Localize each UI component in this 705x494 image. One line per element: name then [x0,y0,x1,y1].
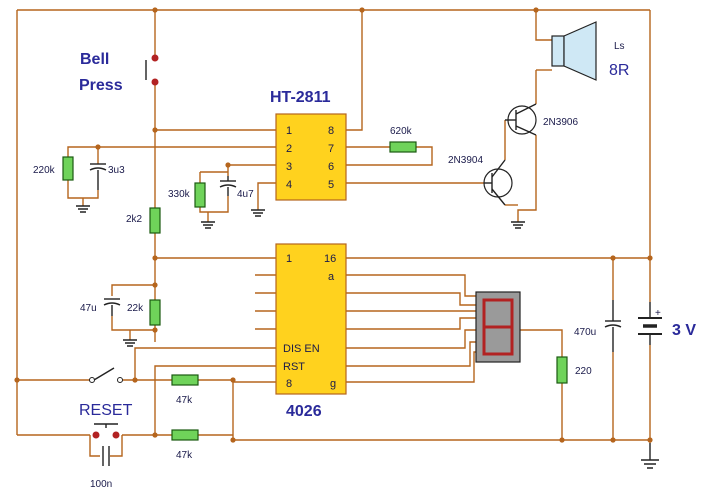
ground-symbol-6 [641,443,659,469]
capacitor-470u [604,300,622,352]
capacitor-100n [102,446,110,466]
reset-label: RESET [79,402,133,419]
reset-switch [92,423,120,439]
ic2-pin8: 8 [286,378,292,390]
slide-switch [89,367,123,383]
resistor-220k [62,156,74,181]
svg-text:+: + [655,308,661,319]
c-3u3-label: 3u3 [108,165,125,176]
transistor-2n3904 [483,159,513,206]
battery-label: 3 V [672,322,696,339]
r-220k-label: 220k [33,165,56,176]
resistor-330k [194,182,206,208]
resistor-620k [389,141,417,153]
seven-segment-display [475,291,521,363]
capacitor-3u3 [89,163,107,190]
junctions [14,7,653,443]
npn-label: 2N3904 [448,155,483,166]
ground-symbol-4 [511,221,525,229]
ic2-pin16: 16 [324,253,336,265]
wires [16,9,651,457]
ic1-pin4: 4 [286,179,292,191]
ic1-pin1: 1 [286,125,292,137]
ic1-pin6: 6 [328,161,334,173]
ic-4026 [275,243,347,395]
capacitor-4u7 [219,176,237,196]
c-470u-label: 470u [574,327,596,338]
ic2-dis-en: DIS EN [283,343,320,355]
r-22k-label: 22k [127,303,144,314]
capacitor-47u [103,298,121,316]
r-47k-a-label: 47k [176,395,193,406]
ic2-pin-g: g [330,378,336,390]
speaker-ohms-label: 8R [609,62,629,79]
ic1-pin7: 7 [328,143,334,155]
c-100n-label: 100n [90,479,112,490]
r-47k-b-label: 47k [176,450,193,461]
ground-symbol-3 [251,209,265,217]
ic1-pin5: 5 [328,179,334,191]
ic2-label: 4026 [286,403,322,420]
resistor-2k2 [149,207,161,234]
ground-symbol-1 [76,205,90,213]
battery: + [638,302,662,345]
ic1-pin2: 2 [286,143,292,155]
bell-press-switch [145,54,159,86]
ic1-label: HT-2811 [270,89,331,106]
resistor-22k [149,299,161,326]
bell-label: Bell [80,51,109,68]
ic2-rst: RST [283,361,305,373]
ls-label: Ls [614,41,625,52]
r-330k-label: 330k [168,189,191,200]
ground-symbol-2 [201,221,215,229]
c-47u-label: 47u [80,303,97,314]
ic1-pin8: 8 [328,125,334,137]
ic-ht2811 [275,113,347,201]
resistor-47k-a [171,374,199,386]
ic1-pin3: 3 [286,161,292,173]
c-4u7-label: 4u7 [237,189,254,200]
ic2-pin1: 1 [286,253,292,265]
pnp-label: 2N3906 [543,117,578,128]
resistor-220 [556,356,568,384]
resistor-47k-b [171,429,199,441]
r-620k-label: 620k [390,126,413,137]
r-220-label: 220 [575,366,592,377]
press-label: Press [79,77,123,94]
speaker [551,21,597,81]
ground-symbol-5 [123,339,137,347]
transistor-2n3906 [505,103,537,136]
ic2-pin-a: a [328,271,335,283]
r-2k2-label: 2k2 [126,214,143,225]
